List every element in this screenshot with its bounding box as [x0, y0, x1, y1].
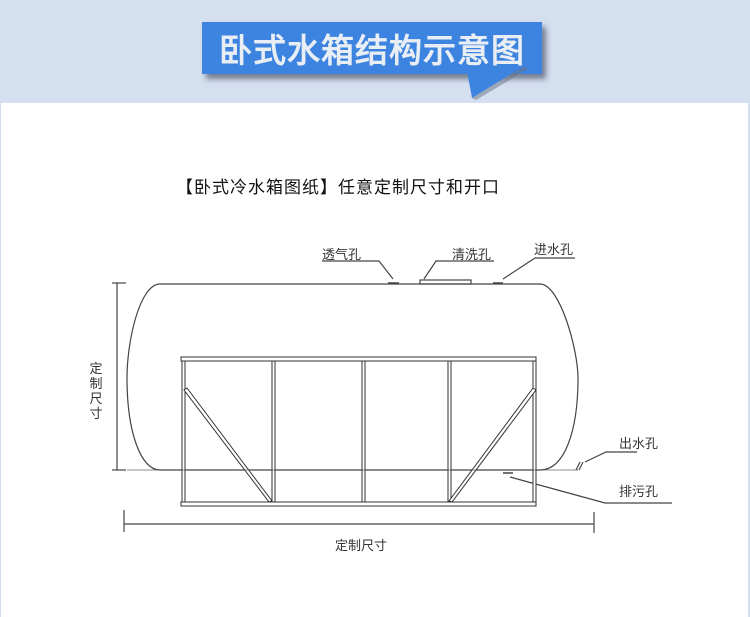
vent-hole-label: 透气孔: [322, 248, 362, 263]
outlet-hole-label: 出水孔: [619, 437, 659, 452]
diagram-subtitle: 【卧式冷水箱图纸】任意定制尺寸和开口: [176, 178, 500, 198]
height-dimension-label: 定制尺寸: [89, 362, 103, 422]
title-banner: 卧式水箱结构示意图: [202, 22, 542, 74]
speech-bubble-tail: [466, 66, 528, 100]
drain-hole-label: 排污孔: [619, 485, 659, 500]
cleaning-port: [419, 279, 472, 285]
tank-outline: [126, 283, 579, 471]
support-frame: [180, 356, 537, 507]
header-area: 卧式水箱结构示意图: [0, 0, 750, 103]
page-title: 卧式水箱结构示意图: [219, 31, 525, 70]
length-dimension-label: 定制尺寸: [335, 539, 388, 554]
inlet-hole-label: 进水孔: [534, 243, 574, 258]
cleaning-hole-label: 清洗孔: [452, 248, 492, 263]
